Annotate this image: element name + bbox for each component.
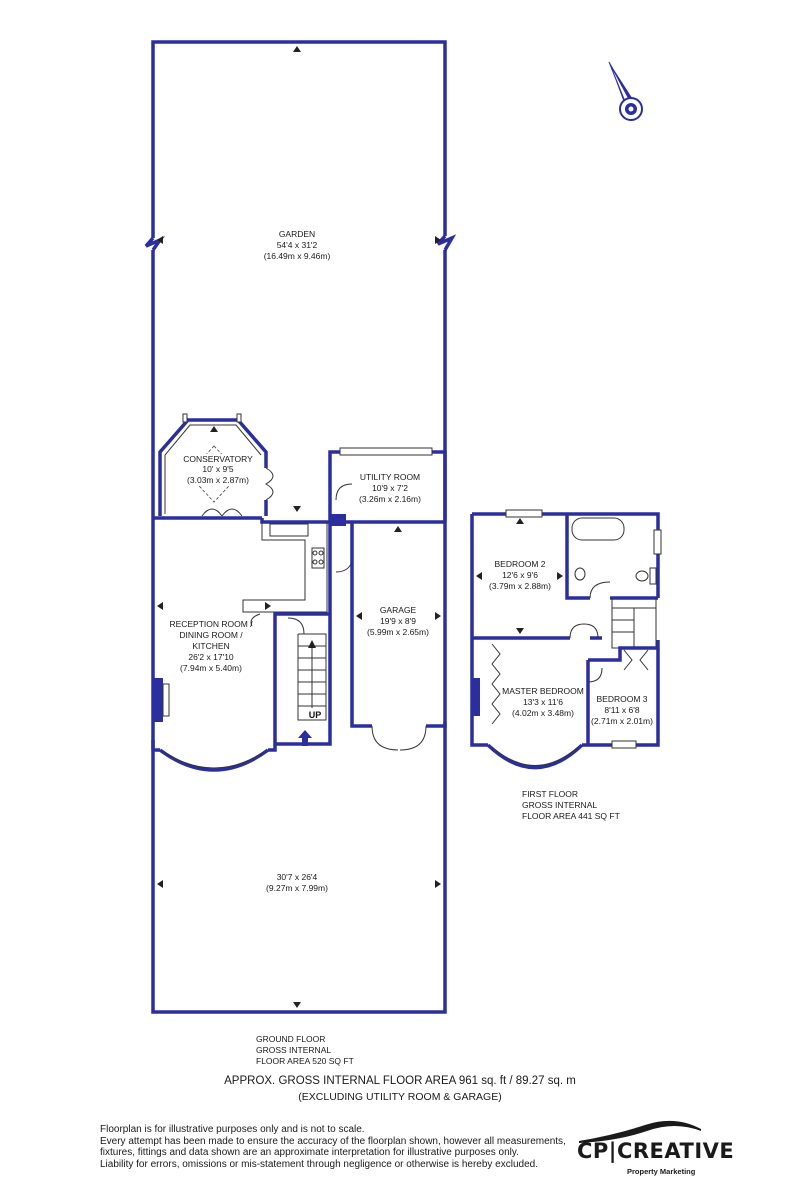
garden-boundary xyxy=(144,40,457,522)
ground-floor-line1: GROUND FLOOR xyxy=(256,1034,325,1044)
conservatory-name: CONSERVATORY xyxy=(183,454,253,464)
stairs-up-label: UP xyxy=(309,710,322,720)
garage xyxy=(335,522,447,751)
disclaimer-line: Every attempt has been made to ensure th… xyxy=(100,1135,566,1147)
garage-label: GARAGE 19'9 x 8'9 (5.99m x 2.65m) xyxy=(367,605,429,637)
first-floor xyxy=(470,509,662,770)
ground-floor-line2: GROSS INTERNAL xyxy=(256,1045,331,1055)
bedroom2-label: BEDROOM 2 12'6 x 9'6 (3.79m x 2.88m) xyxy=(489,559,551,591)
north-arrow-icon xyxy=(608,61,643,121)
utility-label: UTILITY ROOM 10'9 x 7'2 (3.26m x 2.16m) xyxy=(359,472,421,504)
reception-name-1: RECEPTION ROOM / xyxy=(169,619,253,629)
garden-name: GARDEN xyxy=(279,229,315,239)
conservatory-imperial: 10' x 9'5 xyxy=(202,464,233,474)
bedroom3-imperial: 8'11 x 6'8 xyxy=(604,705,639,715)
garage-name: GARAGE xyxy=(380,605,417,615)
disclaimer-line: Floorplan is for illustrative purposes o… xyxy=(100,1124,365,1135)
utility-metric: (3.26m x 2.16m) xyxy=(359,494,421,504)
garage-imperial: 19'9 x 8'9 xyxy=(380,616,416,626)
garden-metric: (16.49m x 9.46m) xyxy=(264,251,331,261)
utility-name: UTILITY ROOM xyxy=(360,472,420,482)
bedroom2-metric: (3.79m x 2.88m) xyxy=(489,581,551,591)
bedroom3-name: BEDROOM 3 xyxy=(596,694,647,704)
ground-stairs xyxy=(273,522,332,746)
reception-name-2: DINING ROOM / xyxy=(179,630,243,640)
bedroom2-imperial: 12'6 x 9'6 xyxy=(502,570,538,580)
disclaimer-line: fixtures, fittings and data shown are an… xyxy=(100,1147,519,1158)
reception-metric: (7.94m x 5.40m) xyxy=(180,663,242,673)
master-imperial: 13'3 x 11'6 xyxy=(523,697,563,707)
total-floor-area: APPROX. GROSS INTERNAL FLOOR AREA 961 sq… xyxy=(224,1075,576,1087)
logo-text: CP|CREATIVE xyxy=(577,1139,735,1163)
front-garden-boundary xyxy=(151,722,447,1014)
master-metric: (4.02m x 3.48m) xyxy=(512,708,574,718)
bedroom2-name: BEDROOM 2 xyxy=(494,559,545,569)
utility-imperial: 10'9 x 7'2 xyxy=(372,483,408,493)
ground-floor-line3: FLOOR AREA 520 SQ FT xyxy=(256,1056,354,1066)
first-floor-line3: FLOOR AREA 441 SQ FT xyxy=(522,811,620,821)
reception-label: RECEPTION ROOM / DINING ROOM / KITCHEN 2… xyxy=(169,619,253,673)
garden-imperial: 54'4 x 31'2 xyxy=(277,240,318,250)
front-garden-imperial: 30'7 x 26'4 xyxy=(277,872,318,882)
reception-name-3: KITCHEN xyxy=(192,641,229,651)
master-label: MASTER BEDROOM 13'3 x 11'6 (4.02m x 3.48… xyxy=(502,686,584,718)
reception-imperial: 26'2 x 17'10 xyxy=(188,652,234,662)
master-name: MASTER BEDROOM xyxy=(502,686,584,696)
utility-room xyxy=(328,447,447,526)
logo-wave-icon xyxy=(579,1120,701,1143)
disclaimer-line: Liability for errors, omissions or mis-s… xyxy=(100,1158,538,1170)
garden-label: GARDEN 54'4 x 31'2 (16.49m x 9.46m) xyxy=(262,228,332,264)
conservatory-label: CONSERVATORY 10' x 9'5 (3.03m x 2.87m) xyxy=(183,454,253,486)
garage-metric: (5.99m x 2.65m) xyxy=(367,627,429,637)
first-floor-line1: FIRST FLOOR xyxy=(522,789,578,799)
total-floor-area-note: (EXCLUDING UTILITY ROOM & GARAGE) xyxy=(298,1091,502,1103)
bedroom3-metric: (2.71m x 2.01m) xyxy=(591,716,653,726)
bedroom3-label: BEDROOM 3 8'11 x 6'8 (2.71m x 2.01m) xyxy=(591,694,653,726)
reception-room xyxy=(151,516,330,772)
disclaimer: Floorplan is for illustrative purposes o… xyxy=(100,1124,580,1170)
company-logo: CP|CREATIVE Property Marketing xyxy=(575,1115,734,1180)
conservatory-metric: (3.03m x 2.87m) xyxy=(187,475,249,485)
front-garden-label: 30'7 x 26'4 (9.27m x 7.99m) xyxy=(266,872,328,893)
first-floor-area-note: FIRST FLOOR GROSS INTERNAL FLOOR AREA 44… xyxy=(522,789,620,821)
front-garden-metric: (9.27m x 7.99m) xyxy=(266,883,328,893)
first-floor-line2: GROSS INTERNAL xyxy=(522,800,597,810)
logo-subtitle: Property Marketing xyxy=(627,1167,696,1176)
ground-floor-area-note: GROUND FLOOR GROSS INTERNAL FLOOR AREA 5… xyxy=(256,1034,354,1066)
